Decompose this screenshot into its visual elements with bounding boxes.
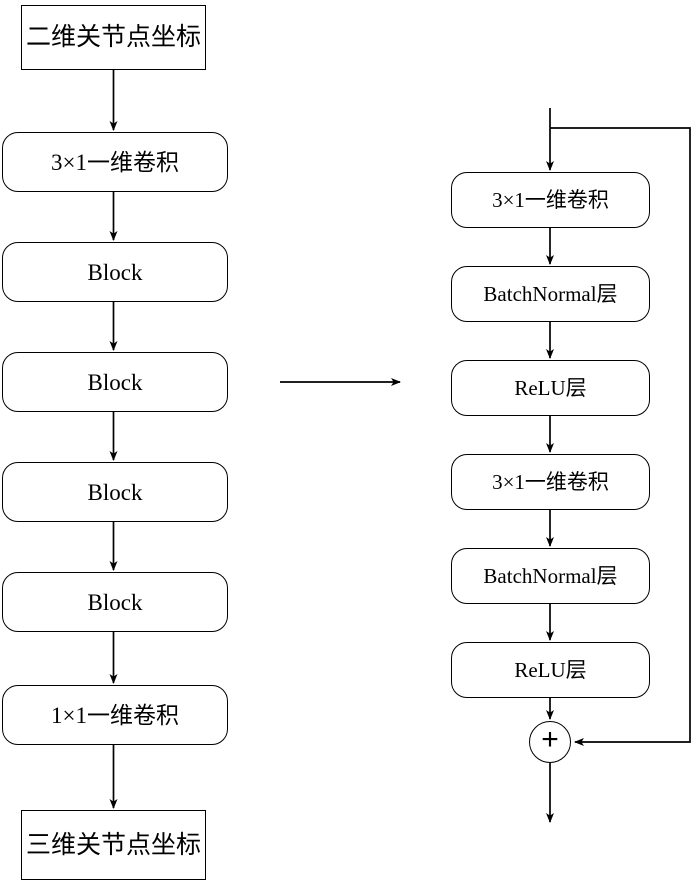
node-block-4[interactable]: Block [2,572,228,632]
node-label: 二维关节点坐标 [25,24,201,51]
node-label: 1×1一维卷积 [51,702,179,728]
node-label: 3×1一维卷积 [492,469,609,494]
node-block-1[interactable]: Block [2,242,228,302]
node-detail-conv-3x1-second[interactable]: 3×1一维卷积 [451,454,650,510]
node-block-3[interactable]: Block [2,462,228,522]
node-label: BatchNormal层 [483,563,618,588]
node-label: BatchNormal层 [483,281,618,306]
node-label: ReLU层 [514,375,587,400]
node-detail-relu-first[interactable]: ReLU层 [451,360,650,416]
node-label: ReLU层 [514,657,587,682]
node-block-2[interactable]: Block [2,352,228,412]
node-detail-conv-3x1-first[interactable]: 3×1一维卷积 [451,172,650,228]
node-detail-batchnormal-first[interactable]: BatchNormal层 [451,266,650,322]
node-conv-3x1[interactable]: 3×1一维卷积 [2,132,228,192]
node-detail-batchnormal-second[interactable]: BatchNormal层 [451,548,650,604]
node-conv-1x1[interactable]: 1×1一维卷积 [2,685,228,745]
node-label: Block [87,589,143,615]
node-label: 3×1一维卷积 [51,149,179,175]
node-input-2d-coordinates[interactable]: 二维关节点坐标 [21,5,206,70]
node-detail-relu-second[interactable]: ReLU层 [451,642,650,698]
node-label: Block [87,259,143,285]
node-label: Block [87,479,143,505]
node-label: 三维关节点坐标 [25,831,201,859]
residual-add-node[interactable]: + [529,721,571,763]
node-output-3d-coordinates[interactable]: 三维关节点坐标 [21,810,206,880]
plus-icon: + [541,723,559,756]
node-label: Block [87,369,143,395]
node-label: 3×1一维卷积 [492,187,609,212]
